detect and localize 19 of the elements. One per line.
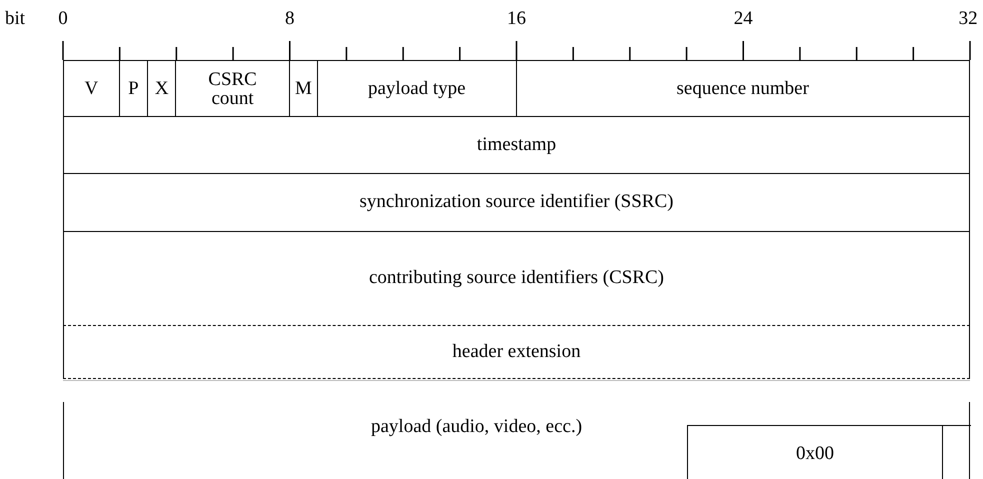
field-label: sequence number <box>676 78 810 98</box>
bit-number: 32 <box>958 9 978 29</box>
field-label: P <box>127 78 140 98</box>
field-label: timestamp <box>476 134 558 154</box>
field-label: 0x00 <box>795 444 835 464</box>
bit-number: 16 <box>507 9 526 29</box>
bit-number: 24 <box>734 9 753 29</box>
field-label: CSRC count <box>207 70 258 108</box>
field-label: synchronization source identifier (SSRC) <box>358 192 674 212</box>
field-label: payload (audio, video, ecc.) <box>370 417 584 437</box>
field-label: X <box>154 78 170 98</box>
field-label: V <box>83 78 100 98</box>
field-label: M <box>294 78 313 98</box>
field-label: contributing source identifiers (CSRC) <box>368 268 665 288</box>
field-label: header extension <box>451 342 582 362</box>
field-label: payload type <box>366 78 467 98</box>
bit-number: 0 <box>58 9 68 29</box>
bit-number: 8 <box>285 9 294 29</box>
axis-caption: bit <box>5 9 26 29</box>
